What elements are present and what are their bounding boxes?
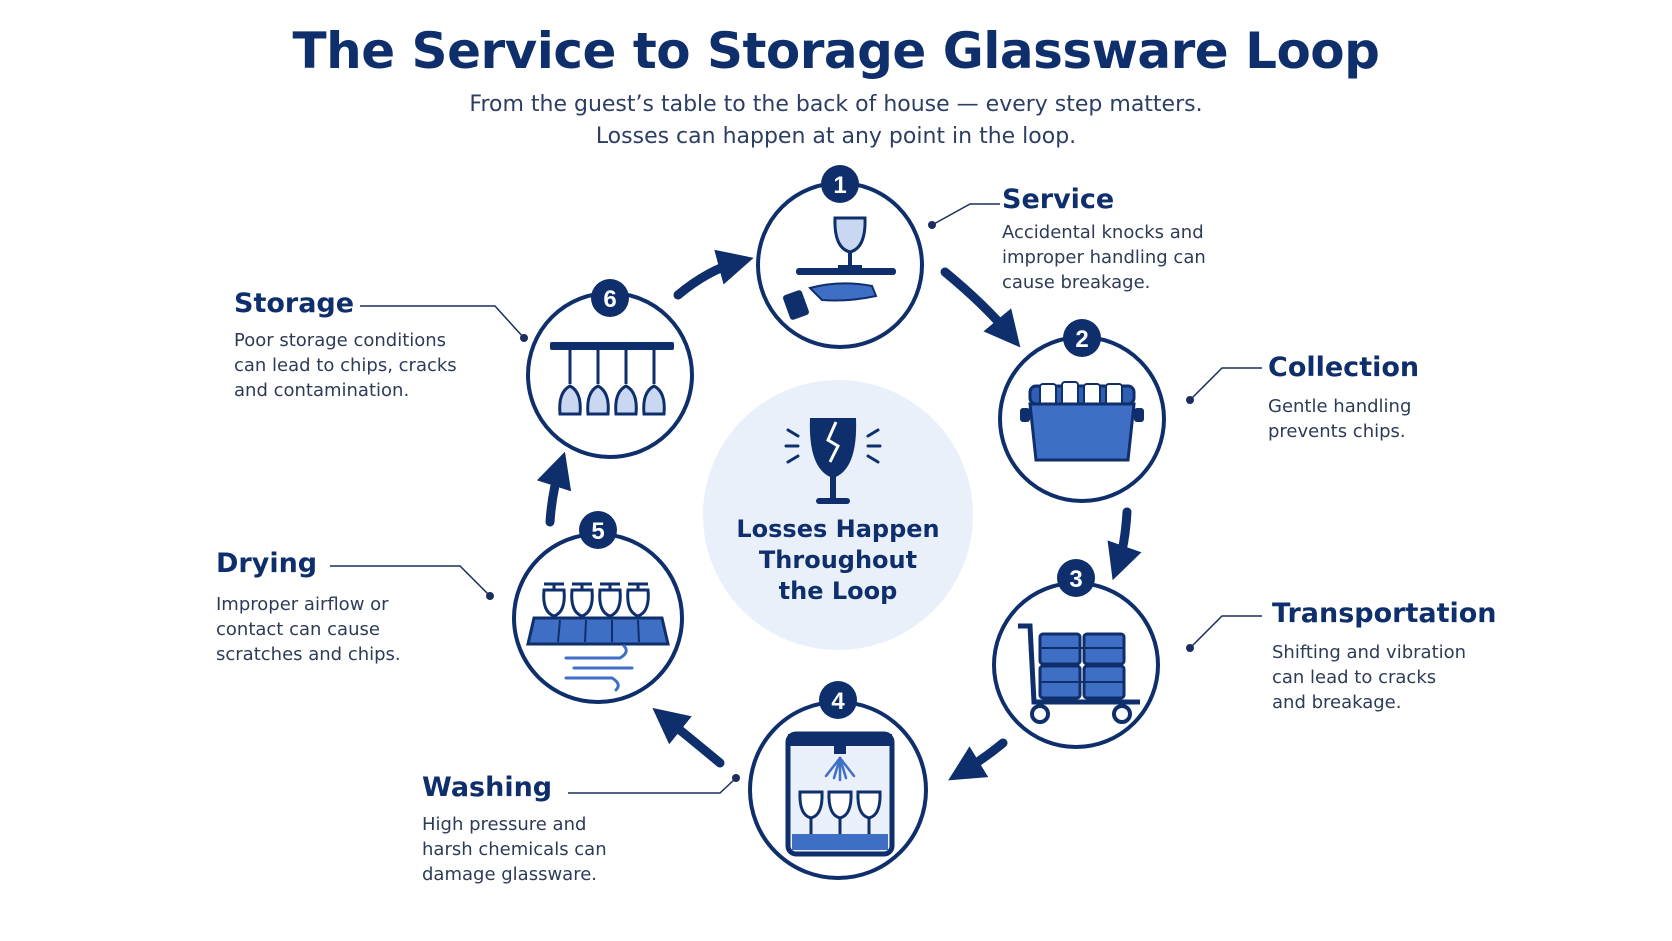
step-label-washing: Washing bbox=[422, 772, 553, 803]
dishwasher-icon bbox=[785, 731, 895, 857]
center-circle bbox=[703, 380, 973, 650]
step-number-badge bbox=[1057, 559, 1095, 597]
step-label-drying: Drying bbox=[216, 548, 318, 579]
step-3-node: 3 bbox=[992, 559, 1160, 749]
step-number: 3 bbox=[1069, 566, 1082, 593]
step-number: 1 bbox=[833, 172, 846, 199]
step-label-service: Service bbox=[1002, 184, 1115, 215]
rack-cart-icon bbox=[1018, 623, 1140, 724]
step-desc-drying: Improper airflow or contact can cause sc… bbox=[216, 594, 401, 665]
step-number: 6 bbox=[603, 286, 616, 313]
step-2-node: 2 bbox=[998, 319, 1166, 503]
page-title: The Service to Storage Glassware Loop bbox=[292, 22, 1380, 80]
hanging-glass-rack-icon bbox=[550, 342, 674, 416]
step-number-badge bbox=[1063, 319, 1101, 357]
step-desc-transportation: Shifting and vibration can lead to crack… bbox=[1272, 642, 1467, 713]
step-number-badge bbox=[591, 279, 629, 317]
center-message: Losses Happen Throughout the Loop bbox=[736, 515, 940, 605]
step-desc-washing: High pressure and harsh chemicals can da… bbox=[422, 814, 607, 885]
step-1-node: 1 bbox=[756, 165, 924, 349]
step-number: 4 bbox=[831, 688, 845, 715]
step-label-storage: Storage bbox=[234, 288, 355, 319]
step-number-badge bbox=[579, 511, 617, 549]
step-number-badge bbox=[821, 165, 859, 203]
arrow-1-to-2 bbox=[940, 267, 1021, 348]
tray-hand-glass-icon bbox=[783, 216, 896, 320]
step-4-node: 4 bbox=[748, 681, 928, 880]
bus-tub-icon bbox=[1020, 381, 1144, 462]
step-number: 2 bbox=[1075, 326, 1088, 353]
drying-rack-icon bbox=[526, 582, 670, 692]
subtitle-line-2: Losses can happen at any point in the lo… bbox=[595, 124, 1077, 149]
arrow-5-to-6 bbox=[536, 451, 572, 527]
arrow-4-to-5 bbox=[652, 707, 725, 768]
step-5-node: 5 bbox=[512, 511, 684, 704]
arrow-2-to-3 bbox=[1107, 507, 1142, 581]
subtitle-line-1: From the guest’s table to the back of ho… bbox=[469, 92, 1203, 117]
step-number-badge bbox=[819, 681, 857, 719]
step-desc-storage: Poor storage conditions can lead to chip… bbox=[234, 330, 457, 401]
arrow-3-to-4 bbox=[948, 738, 1008, 781]
step-6-node: 6 bbox=[526, 279, 694, 459]
step-label-collection: Collection bbox=[1268, 352, 1420, 383]
arrow-6-to-1 bbox=[673, 249, 754, 300]
step-desc-service: Accidental knocks and improper handling … bbox=[1002, 222, 1206, 293]
step-desc-collection: Gentle handling prevents chips. bbox=[1268, 396, 1412, 442]
step-label-transportation: Transportation bbox=[1272, 598, 1497, 629]
step-number: 5 bbox=[591, 518, 604, 545]
broken-glass-icon bbox=[784, 418, 882, 504]
